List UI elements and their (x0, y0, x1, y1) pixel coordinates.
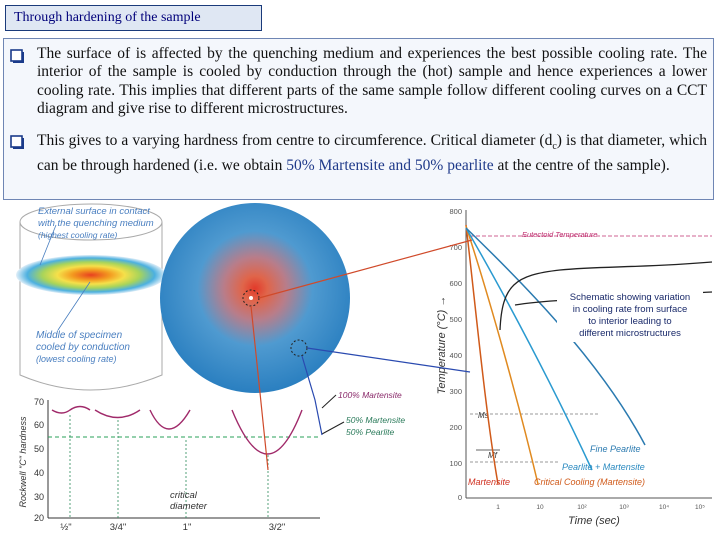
bullet-2-text-b: ) is that diameter, which can be through… (37, 132, 707, 174)
cct-xtick: 1 (496, 504, 500, 511)
cct-note-line: different microstructures (579, 328, 681, 339)
connector-offset-hardness (301, 355, 323, 436)
bullet-2-text-c: at the centre of the sample). (493, 156, 670, 174)
cct-note-line: Schematic showing variation (570, 292, 690, 303)
cct-ytick: 300 (449, 387, 462, 396)
cct-ytick: 200 (449, 423, 462, 432)
hardness-ytick: 50 (34, 444, 44, 454)
ms-label: Ms (478, 411, 489, 420)
cylinder-label-mid-1: Middle of specimen (36, 330, 123, 341)
connector-center-hardness (250, 305, 269, 471)
cylinder-label-top-1: External surface in contact (38, 206, 150, 217)
hardness-plot: 70 60 50 40 30 20 Rockwell "C" hardness … (18, 390, 405, 533)
hardness-xtick: 3/2" (269, 522, 286, 533)
hardness-xtick: 3/4" (110, 522, 127, 533)
critical-label-1: critical (170, 490, 198, 501)
label-50-martensite: 50% Martensite (346, 415, 405, 425)
label-100-martensite: 100% Martensite (338, 390, 402, 400)
eutectoid-label: Eutectoid Temperature (522, 230, 598, 239)
label-50-pearlite: 50% Pearlite (346, 427, 394, 437)
cylinder-label-top-2: with the quenching medium (38, 218, 154, 229)
cylinder-label-mid-2: cooled by conduction (36, 342, 130, 353)
hardness-xtick: 1" (183, 522, 192, 533)
hardness-ytick: 40 (34, 468, 44, 478)
cct-xtick: 10³ (619, 504, 629, 511)
checkbox-bullet-icon (10, 135, 24, 149)
cct-ytick: 700 (449, 243, 462, 252)
sample-cross-section (160, 203, 350, 393)
cylinder-label-mid-3: (lowest cooling rate) (36, 354, 117, 364)
critical-label-2: diameter (170, 501, 208, 512)
martensite-label: Martensite (468, 477, 510, 487)
bullet-2-text-a: This gives to a varying hardness from ce… (37, 132, 553, 149)
connector-surface (258, 239, 473, 299)
cct-xtick: 10⁴ (659, 504, 669, 511)
cct-ytick: 0 (458, 493, 462, 502)
cct-ylabel: Temperature (°C) → (436, 296, 448, 395)
cct-note-line: in cooling rate from surface (573, 304, 688, 315)
cct-ytick: 400 (449, 351, 462, 360)
critical-cooling-label: Critical Cooling (Martensite) (534, 477, 645, 487)
hardening-figure: External surface in contact with the que… (16, 203, 713, 533)
slide-title-box: Through hardening of the sample (5, 5, 262, 31)
bullet-2-subscript: c (552, 141, 557, 153)
hardness-profiles (51, 405, 303, 455)
cooling-rate-disk (16, 255, 166, 295)
cct-ytick: 500 (449, 315, 462, 324)
slide-title: Through hardening of the sample (14, 10, 201, 25)
transformation-start-curve (499, 261, 713, 331)
bullet-paragraph-1: The surface of is affected by the quench… (37, 45, 707, 118)
leader-line (57, 281, 91, 331)
cct-ytick: 600 (449, 279, 462, 288)
cylinder-diagram: External surface in contact with the que… (16, 203, 166, 391)
cct-xtick: 10⁵ (695, 504, 705, 511)
bullet-2-highlight: 50% Martensite and 50% pearlite (286, 156, 494, 174)
cct-note-box (557, 288, 703, 342)
cct-ytick: 800 (449, 207, 462, 216)
cct-xlabel: Time (sec) (568, 515, 620, 527)
hardness-ytick: 30 (34, 492, 44, 502)
cct-ytick: 100 (449, 459, 462, 468)
hardness-ytick: 70 (34, 397, 44, 407)
hardness-ytick: 20 (34, 513, 44, 523)
bullet-paragraph-2: This gives to a varying hardness from ce… (37, 132, 707, 175)
cylinder-label-top-3: (highest cooling rate) (38, 230, 118, 240)
leader-line (39, 224, 57, 266)
center-point (249, 296, 253, 300)
connector-offset (306, 347, 471, 373)
checkbox-bullet-icon (10, 49, 24, 63)
fine-pearlite-label: Fine Pearlite (590, 444, 641, 454)
pearlite-martensite-label: Pearlite + Martensite (562, 462, 645, 472)
cct-xtick: 10 (536, 504, 544, 511)
cct-xtick: 10² (577, 504, 587, 511)
hardness-ytick: 60 (34, 420, 44, 430)
cct-diagram: 800 700 600 500 400 300 200 100 0 1 10 1… (436, 207, 713, 527)
text-panel: The surface of is affected by the quench… (3, 38, 714, 200)
cct-note-line: to interior leading to (588, 316, 671, 327)
hardness-ylabel: Rockwell "C" hardness (18, 416, 28, 507)
hardness-xtick: ½" (60, 522, 71, 533)
